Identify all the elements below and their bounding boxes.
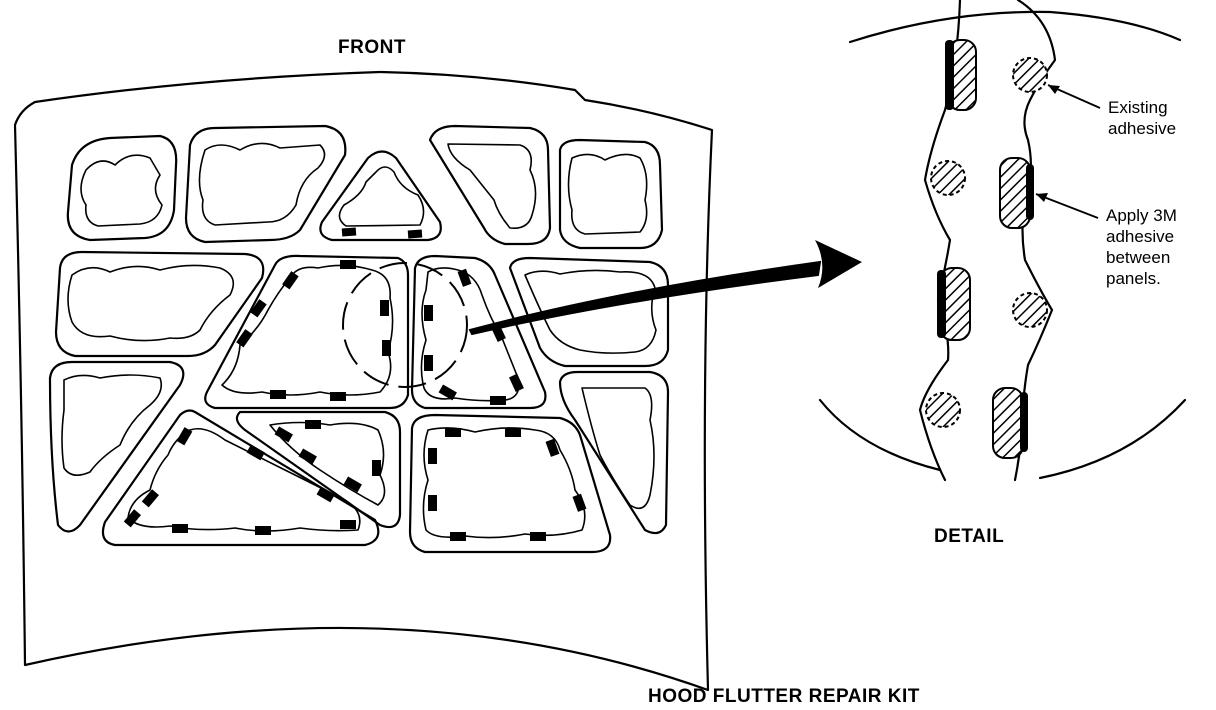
diagram-caption: HOOD FLUTTER REPAIR KIT [648, 686, 920, 707]
pointer-arrow [468, 240, 862, 336]
detail-view [818, 0, 1187, 482]
adhesive-strips [123, 227, 587, 541]
detail-callout-circle [342, 262, 468, 388]
hood-cells-top-row [66, 124, 664, 250]
detail-label: DETAIL [934, 526, 1005, 547]
front-label: FRONT [338, 37, 406, 58]
hood-cells-bottom-row [48, 360, 670, 554]
hood-cells-middle-row [54, 250, 670, 410]
hood-outline [13, 70, 714, 692]
apply-adhesive-callout: Apply 3M adhesive between panels. [1106, 206, 1177, 288]
existing-adhesive-callout: Existing adhesive [1108, 98, 1177, 138]
